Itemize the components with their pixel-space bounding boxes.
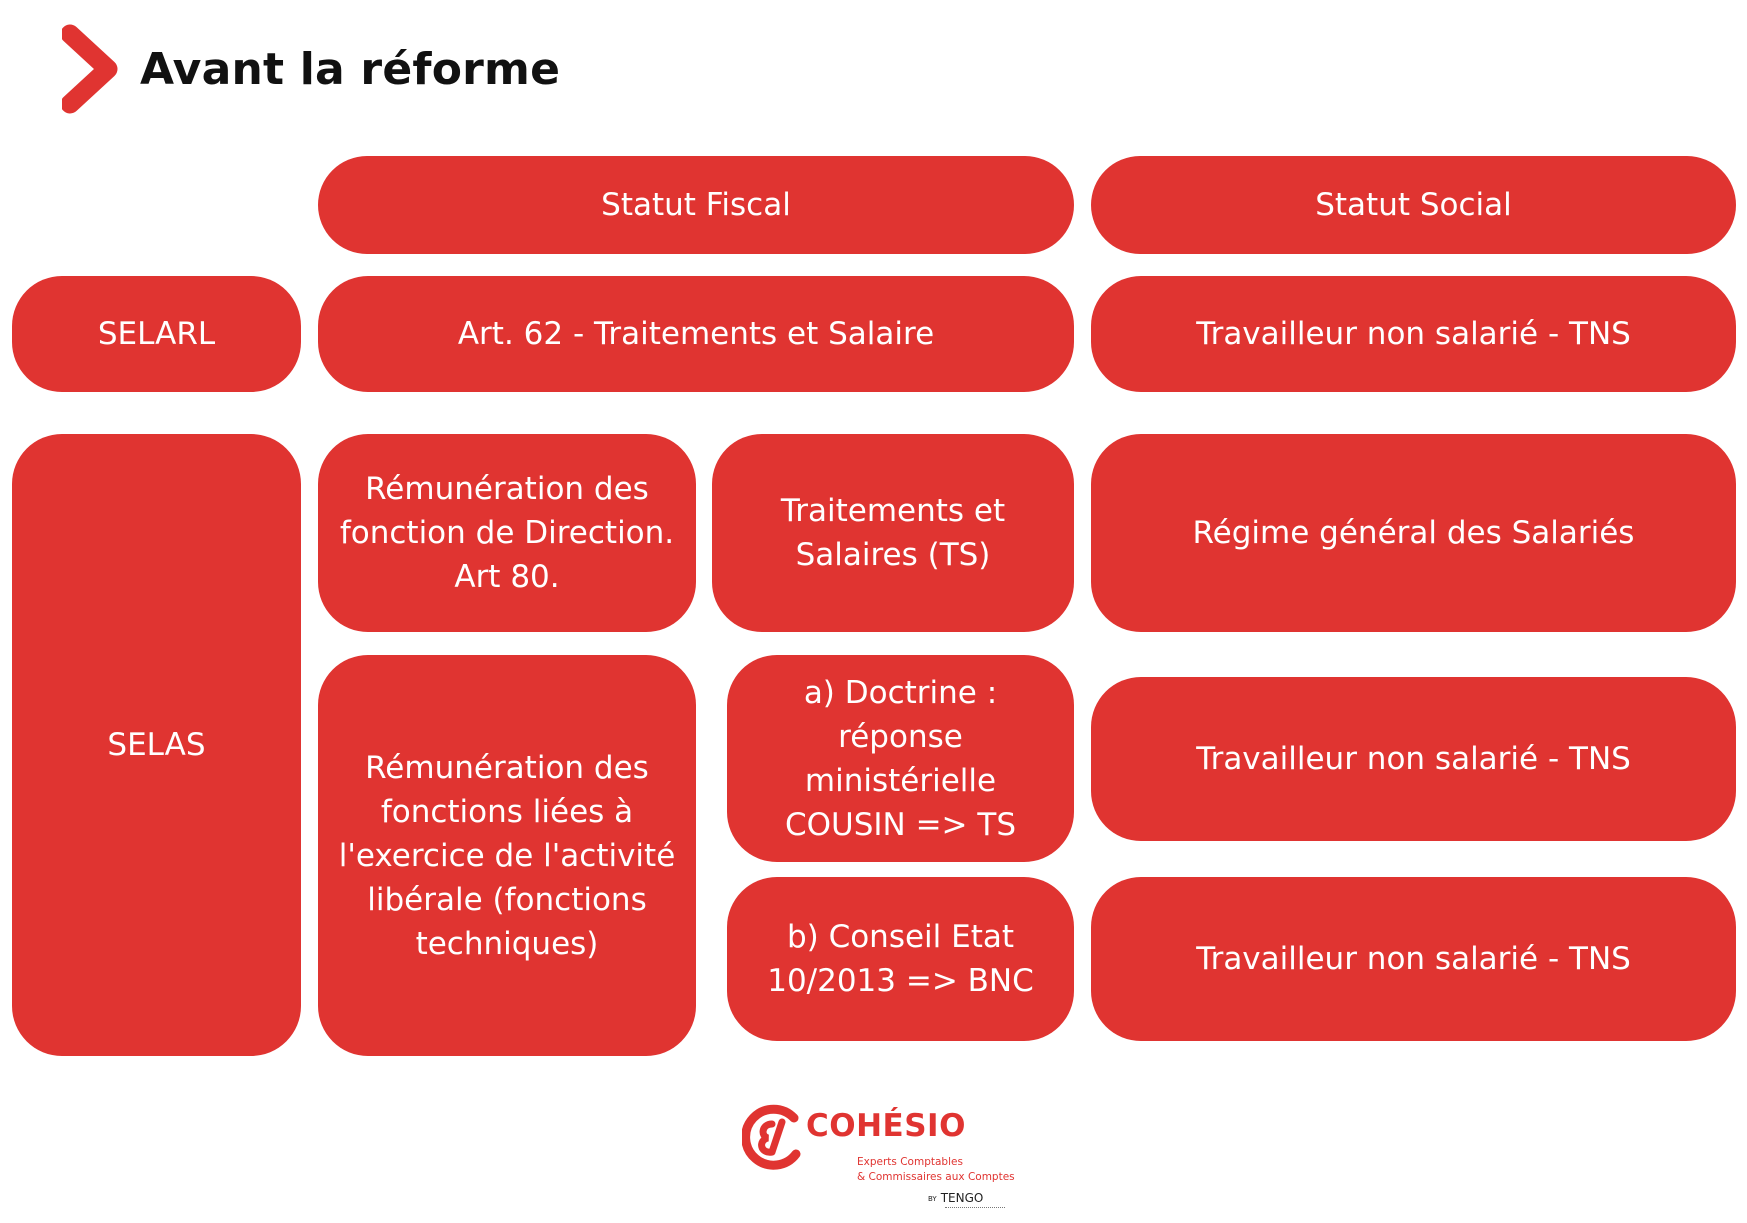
header-statut-social: Statut Social (1091, 156, 1736, 254)
row-label-selarl: SELARL (12, 276, 301, 392)
logo-brand: COHÉSIO (806, 1108, 966, 1144)
selarl-statut-social: Travailleur non salarié - TNS (1091, 276, 1736, 392)
selas-direction-statut-social: Régime général des Salariés (1091, 434, 1736, 632)
selarl-statut-fiscal: Art. 62 - Traitements et Salaire (318, 276, 1074, 392)
selas-technique-option-a: a) Doctrine : réponse ministérielle COUS… (727, 655, 1074, 862)
selas-remuneration-direction: Rémunération des fonction de Direction. … (318, 434, 696, 632)
cohesio-logo-mark (742, 1104, 801, 1170)
selas-technique-option-b: b) Conseil Etat 10/2013 => BNC (727, 877, 1074, 1041)
selas-remuneration-technique: Rémunération des fonctions liées à l'exe… (318, 655, 696, 1056)
cohesio-logo: COHÉSIO Experts Comptables & Commissaire… (742, 1100, 1022, 1215)
page-title: Avant la réforme (140, 43, 561, 95)
row-label-selas: SELAS (12, 434, 301, 1056)
logo-partner-subline (945, 1207, 1005, 1210)
selas-technique-social-b: Travailleur non salarié - TNS (1091, 877, 1736, 1041)
selas-technique-social-a: Travailleur non salarié - TNS (1091, 677, 1736, 841)
logo-tagline-1: Experts Comptables (857, 1156, 963, 1168)
logo-partner-name: TENGO (940, 1191, 984, 1205)
logo-tagline-2: & Commissaires aux Comptes (857, 1171, 1015, 1183)
header-statut-fiscal: Statut Fiscal (318, 156, 1074, 254)
page-header: Avant la réforme (62, 24, 560, 114)
selas-direction-statut-fiscal: Traitements et Salaires (TS) (712, 434, 1074, 632)
logo-by: BY (928, 1194, 937, 1203)
chevron-right-icon (62, 24, 118, 114)
